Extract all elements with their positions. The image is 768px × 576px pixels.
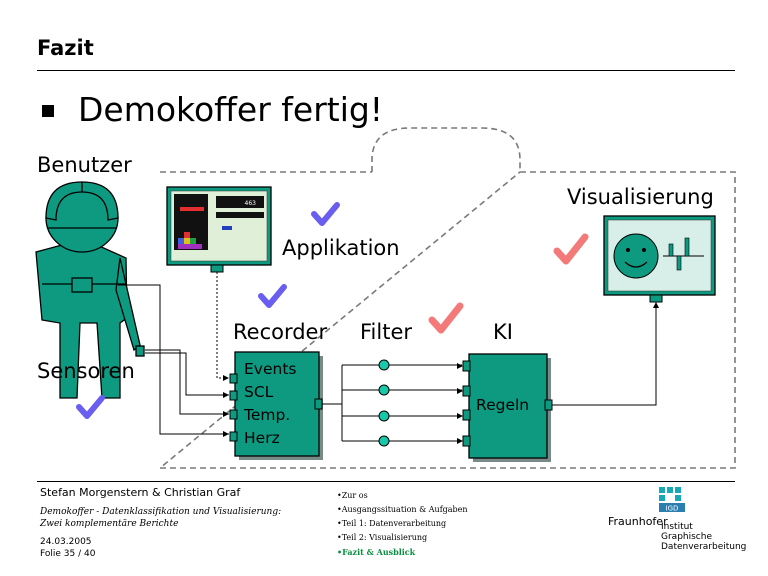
- check-recorder-icon: [258, 284, 287, 308]
- label-recorder: Recorder: [233, 320, 328, 344]
- footer-subtitle-line-1: Demokoffer - Datenklassifikation und Vis…: [40, 507, 282, 517]
- footer-slide-number: Folie 35 / 40: [40, 549, 96, 559]
- label-ki: KI: [493, 320, 513, 344]
- igd-logo-badge-text: IGD: [666, 505, 679, 513]
- footer-date: 24.03.2005: [40, 537, 92, 547]
- headline: Demokoffer fertig!: [78, 90, 384, 129]
- footer-divider: [37, 481, 735, 482]
- label-applikation: Applikation: [282, 236, 400, 260]
- ki-box: [462, 353, 553, 462]
- ki-regeln-label: Regeln: [476, 396, 530, 414]
- recorder-channel-herz: Herz: [244, 429, 280, 447]
- recorder-channel-events: Events: [244, 360, 297, 378]
- footer-subtitle-line-2: Zwei komplementäre Berichte: [40, 519, 179, 529]
- nav-item-ausgangssituation[interactable]: •Ausgangssituation & Aufgaben: [337, 505, 468, 514]
- app-screen-icon: 463: [166, 186, 272, 273]
- nav-item-fazit[interactable]: •Fazit & Ausblick: [337, 547, 416, 557]
- slide-title: Fazit: [37, 36, 94, 60]
- recorder-channel-temp: Temp.: [244, 406, 291, 424]
- check-sensoren-icon: [76, 395, 105, 419]
- check-visualisierung-icon: [553, 233, 589, 265]
- check-applikation-icon: [311, 202, 340, 226]
- footer-authors: Stefan Morgenstern & Christian Graf: [40, 486, 241, 499]
- label-sensoren: Sensoren: [37, 359, 135, 383]
- logo-datenverarbeitung: Datenverarbeitung: [661, 542, 747, 552]
- recorder-box: [229, 351, 323, 460]
- label-visualisierung: Visualisierung: [567, 185, 714, 209]
- app-score-text: 463: [245, 200, 257, 207]
- check-filter-icon: [428, 302, 464, 334]
- nav-item-teil-1[interactable]: •Teil 1: Datenverarbeitung: [337, 519, 447, 528]
- title-divider: [37, 70, 735, 71]
- nav-item-teil-2[interactable]: •Teil 2: Visualisierung: [337, 533, 428, 542]
- logo-fraunhofer: Fraunhofer: [608, 515, 668, 528]
- nav-item-zurueck[interactable]: •Zur os: [337, 491, 368, 500]
- label-benutzer: Benutzer: [37, 153, 132, 177]
- logo-institut: Institut: [661, 522, 693, 532]
- visualisation-screen-icon: [603, 215, 716, 303]
- igd-logo-icon: IGD: [659, 487, 685, 513]
- logo-graphische: Graphische: [661, 532, 712, 542]
- label-filter: Filter: [360, 320, 413, 344]
- recorder-channel-scl: SCL: [244, 383, 274, 401]
- filter-nodes: [378, 359, 390, 447]
- bullet-square-icon: [42, 105, 54, 117]
